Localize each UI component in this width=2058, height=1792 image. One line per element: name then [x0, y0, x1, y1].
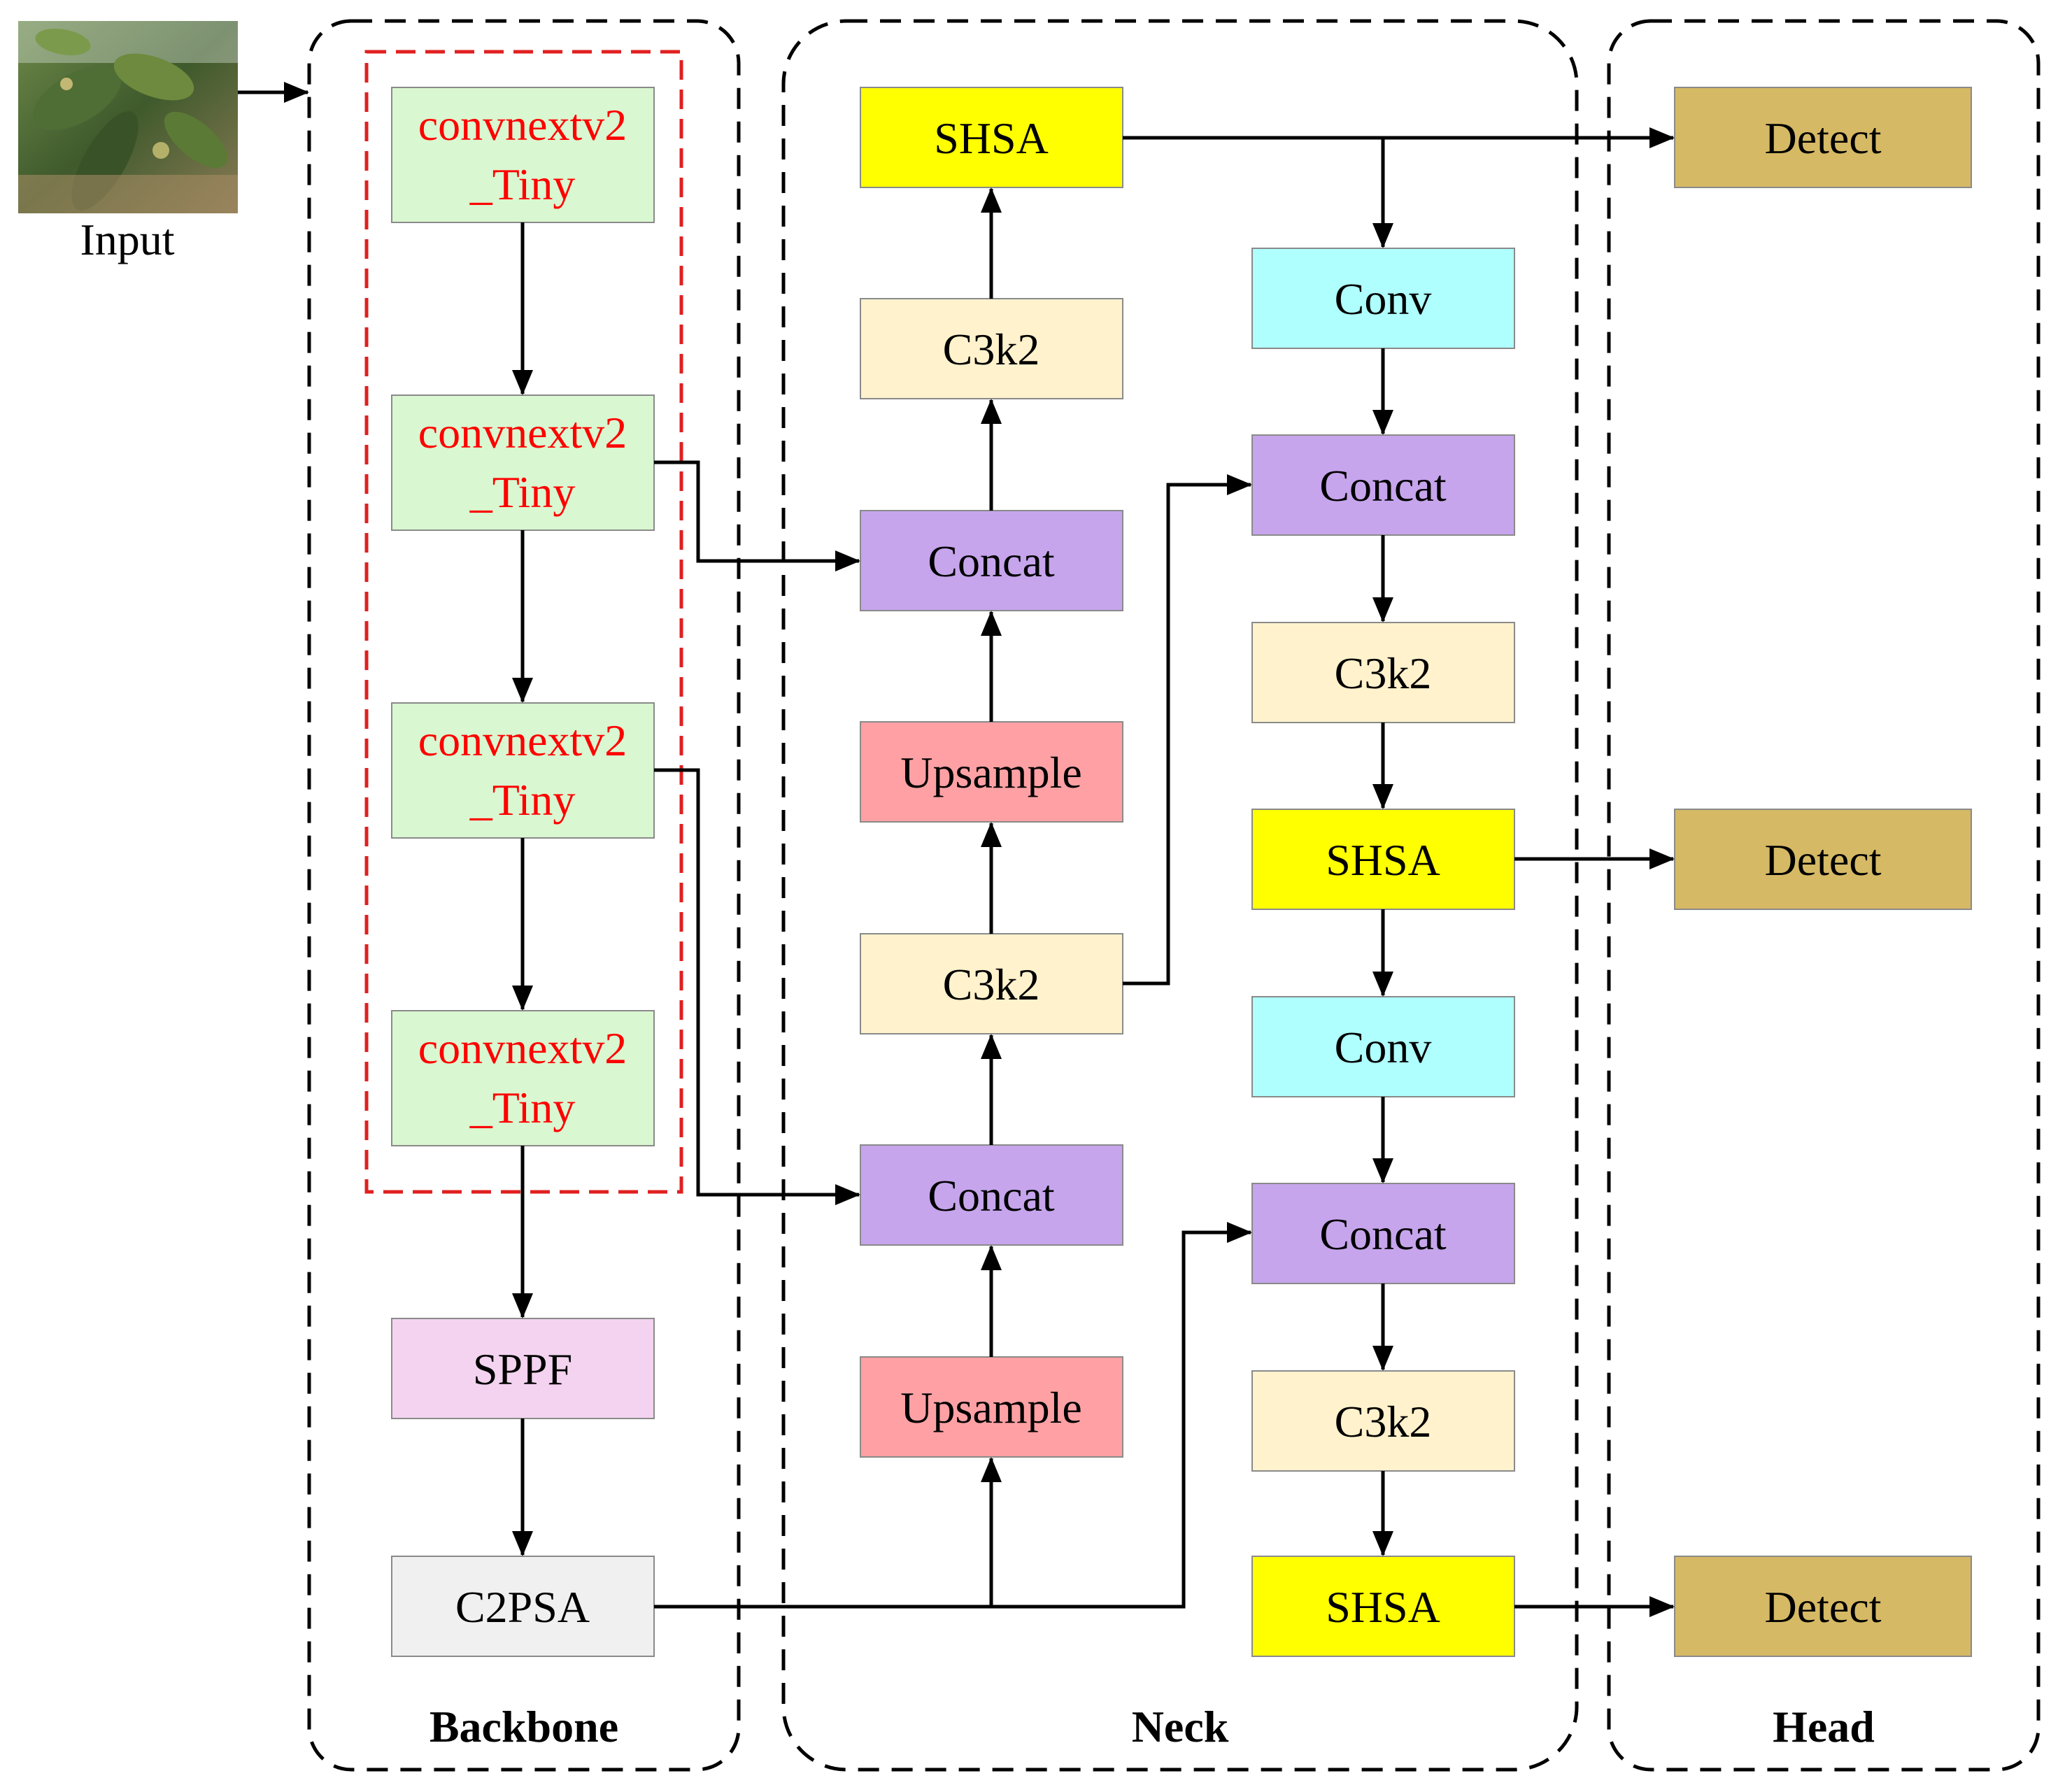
arrow-c3k2-2-concat3 — [1123, 474, 1252, 986]
neck-section — [781, 19, 1579, 1772]
neck-shsa-bottom-label: SHSA — [1326, 1582, 1440, 1632]
detect-2-label: Detect — [1765, 835, 1882, 885]
detect-3-label: Detect — [1765, 1582, 1882, 1632]
neck-upsample-2-label: Upsample — [900, 1383, 1082, 1432]
neck-shsa-top-label: SHSA — [934, 113, 1049, 163]
neck-conv-2: Conv — [1251, 996, 1515, 1097]
arrow-convnext2-concat1 — [654, 460, 860, 571]
neck-upsample-2: Upsample — [860, 1356, 1123, 1458]
neck-shsa-top: SHSA — [860, 87, 1123, 188]
convnext-block-1: convnextv2 _Tiny — [391, 87, 655, 223]
convnext-block-3: convnextv2 _Tiny — [391, 702, 655, 839]
neck-conv-2-label: Conv — [1335, 1023, 1432, 1072]
convnext-block-1-line2: _Tiny — [469, 159, 576, 209]
neck-c3k2-4-label: C3k2 — [1335, 1397, 1432, 1446]
c2psa-label: C2PSA — [455, 1582, 590, 1632]
head-label: Head — [1773, 1702, 1875, 1751]
convnext-block-3-line1: convnextv2 — [418, 716, 627, 765]
neck-c3k2-1: C3k2 — [860, 298, 1123, 399]
arrow-c2psa-concat4 — [654, 1222, 1252, 1609]
neck-concat-2: Concat — [860, 1144, 1123, 1246]
convnext-block-4-line2: _Tiny — [469, 1083, 576, 1132]
convnext-block-2-line2: _Tiny — [469, 467, 576, 517]
sppf-label: SPPF — [473, 1344, 572, 1394]
neck-concat-4: Concat — [1251, 1183, 1515, 1284]
convnext-highlight-box — [364, 50, 683, 1194]
neck-conv-1-label: Conv — [1335, 274, 1432, 324]
neck-concat-2-label: Concat — [928, 1171, 1055, 1221]
neck-concat-1-label: Concat — [928, 536, 1055, 586]
neck-shsa-mid-label: SHSA — [1326, 835, 1440, 885]
detect-1: Detect — [1674, 87, 1972, 188]
sppf-block: SPPF — [391, 1318, 655, 1419]
neck-conv-1: Conv — [1251, 248, 1515, 349]
neck-concat-3-label: Concat — [1319, 461, 1447, 511]
neck-c3k2-2-label: C3k2 — [943, 960, 1040, 1009]
head-section — [1607, 19, 2041, 1772]
c2psa-block: C2PSA — [391, 1556, 655, 1657]
backbone-section — [307, 19, 741, 1772]
backbone-label: Backbone — [430, 1702, 618, 1751]
input-label: Input — [80, 215, 174, 264]
neck-upsample-1-label: Upsample — [900, 748, 1082, 797]
detect-1-label: Detect — [1765, 113, 1882, 163]
convnext-block-4: convnextv2 _Tiny — [391, 1010, 655, 1146]
neck-c3k2-3: C3k2 — [1251, 622, 1515, 723]
convnext-block-3-line2: _Tiny — [469, 775, 576, 825]
neck-c3k2-3-label: C3k2 — [1335, 648, 1432, 698]
detect-3: Detect — [1674, 1556, 1972, 1657]
neck-label: Neck — [1132, 1702, 1229, 1751]
neck-c3k2-4: C3k2 — [1251, 1370, 1515, 1472]
neck-c3k2-2: C3k2 — [860, 933, 1123, 1034]
neck-concat-4-label: Concat — [1319, 1209, 1447, 1259]
neck-shsa-bottom: SHSA — [1251, 1556, 1515, 1657]
arrow-convnext3-concat2 — [654, 768, 860, 1205]
convnext-block-4-line1: convnextv2 — [418, 1023, 627, 1073]
neck-concat-3: Concat — [1251, 434, 1515, 536]
detect-2: Detect — [1674, 809, 1972, 910]
convnext-block-2: convnextv2 _Tiny — [391, 394, 655, 531]
neck-concat-1: Concat — [860, 510, 1123, 611]
convnext-block-2-line1: convnextv2 — [418, 408, 627, 457]
neck-shsa-mid: SHSA — [1251, 809, 1515, 910]
neck-c3k2-1-label: C3k2 — [943, 325, 1040, 374]
input-image — [18, 21, 238, 213]
convnext-block-1-line1: convnextv2 — [418, 100, 627, 150]
neck-upsample-1: Upsample — [860, 721, 1123, 823]
